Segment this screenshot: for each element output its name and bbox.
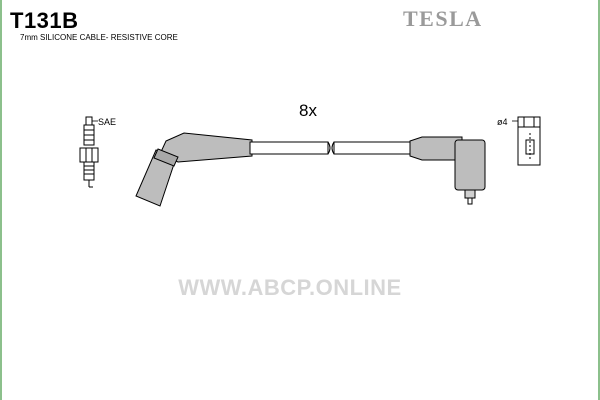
terminal-connector-icon	[517, 116, 541, 166]
spark-plug-boot	[135, 132, 253, 207]
brand-logo: TESLA	[403, 6, 483, 31]
lead-quantity: 8x	[299, 101, 317, 120]
cable	[249, 141, 413, 155]
distributor-boot	[409, 136, 486, 205]
watermark: WWW.ABCP.ONLINE	[178, 275, 402, 300]
page-border-left	[0, 0, 2, 400]
page-border-right	[598, 0, 600, 400]
plug-standard-label: SAE	[98, 117, 117, 127]
terminal-size-label: ø4	[497, 117, 508, 127]
cable-spec: 7mm SILICONE CABLE- RESISTIVE CORE	[20, 33, 178, 42]
spark-plug-icon	[79, 116, 99, 188]
part-number: T131B	[10, 8, 79, 33]
